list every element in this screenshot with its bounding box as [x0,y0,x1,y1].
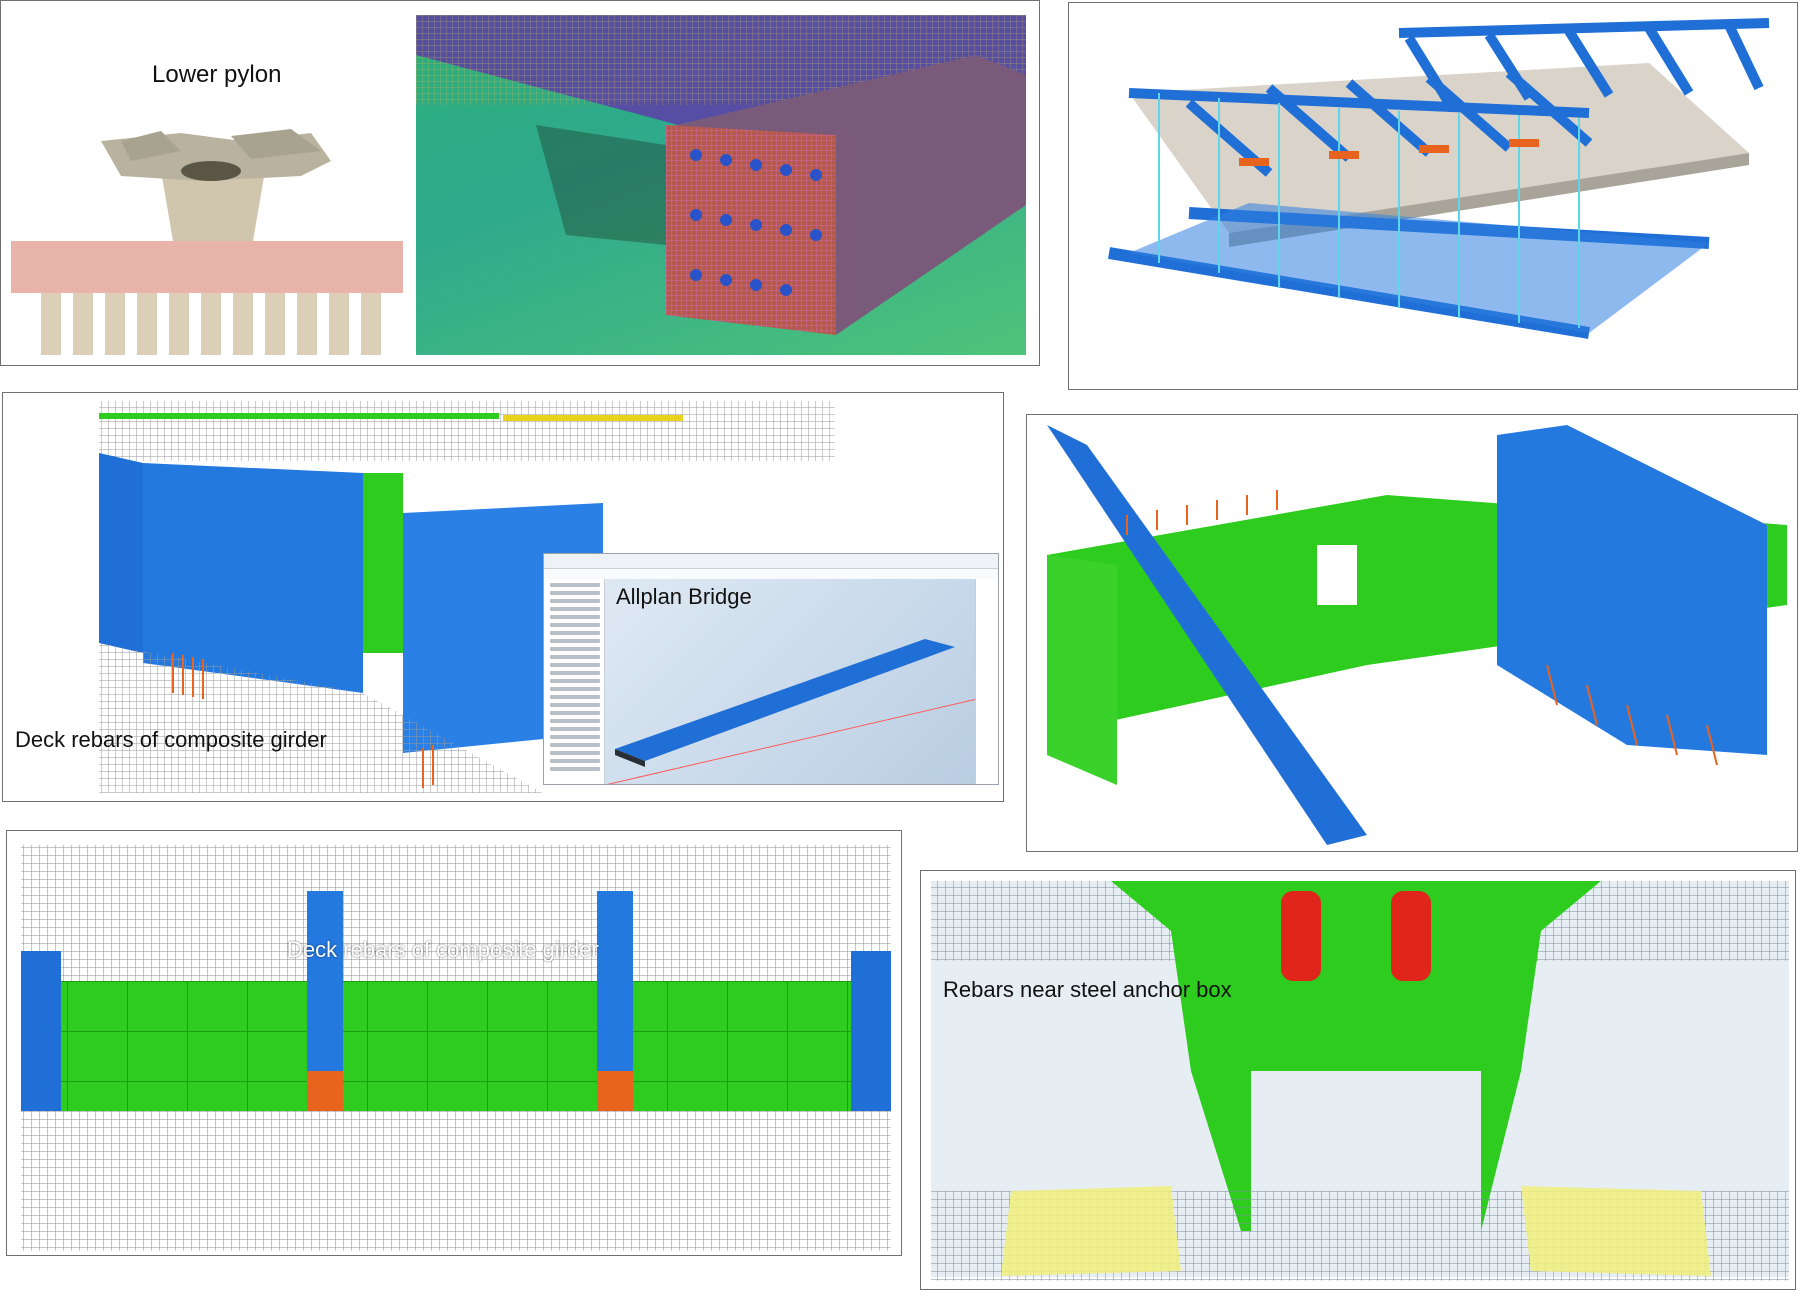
anchor-tube-left [1281,891,1321,981]
panel-deck-rebars: Deck rebars of composite girder Allplan … [2,392,1004,802]
pile-cap [11,241,403,293]
steel-girder-frame-illustration [1047,425,1787,845]
panel-anchor-box: Rebars near steel anchor box [920,870,1796,1290]
deck-rebars-plan-illustration [21,845,891,1251]
formwork-traveller-illustration [1108,18,1770,339]
caption-allplan-bridge: Allplan Bridge [616,584,752,609]
caption-anchor-box: Rebars near steel anchor box [943,977,1232,1002]
pylon-base [161,171,265,241]
anchor-tube-right [1391,891,1431,981]
allplan-side-panel[interactable] [975,579,998,784]
blue-girder-left [143,463,363,693]
hanger-rods [1158,93,1580,328]
panel-steel-girder-frame [1026,414,1798,852]
anchor-box-illustration [931,881,1789,1281]
piles [41,293,381,355]
panel-lower-pylon: Lower pylon [0,0,1040,366]
caption-deck-rebars-plan: Deck rebars of composite girder [287,937,599,962]
caption-deck-rebars: Deck rebars of composite girder [15,727,327,752]
shear-studs [1126,490,1718,766]
green-steel-panels [41,981,871,1111]
top-rebar-mesh-plan [21,845,891,1005]
pylon-rebar-render [416,15,1026,355]
allplan-project-tree[interactable] [544,579,605,784]
allplan-3d-viewport[interactable] [605,579,977,784]
lower-pylon-illustration [11,129,403,355]
bottom-rebar-mesh-plan [21,1111,891,1251]
blue-girder-right [1497,425,1767,755]
bridge-deck-model [607,639,977,784]
panel-formwork-traveller [1068,2,1798,390]
top-rebar-mesh [99,401,835,461]
caption-lower-pylon: Lower pylon [152,61,282,88]
allplan-menubar[interactable] [544,554,998,569]
traveller-frames [1128,18,1770,177]
panel-deck-rebars-plan: Deck rebars of composite girder [6,830,902,1256]
allplan-bridge-window: Allplan Bridge [543,553,999,785]
